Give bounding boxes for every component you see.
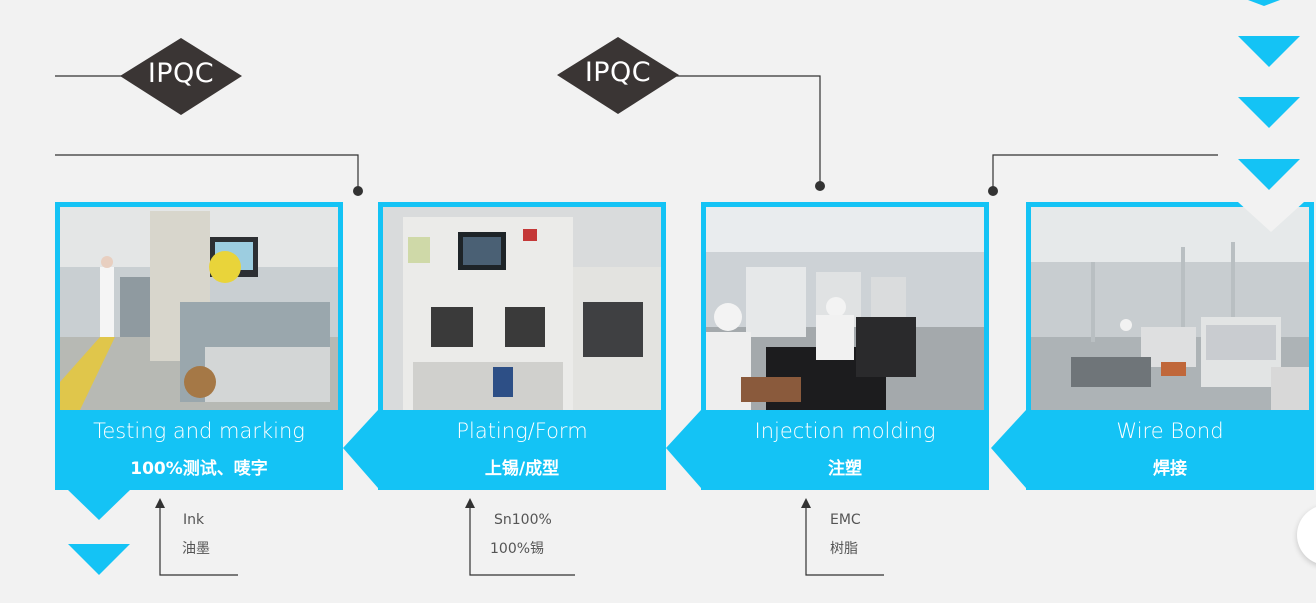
down-arrow-icon — [1238, 97, 1300, 128]
step-title-en: Injection molding — [754, 419, 936, 443]
material-label-cn: 树脂 — [830, 541, 858, 557]
material-label-en: Sn100% — [494, 512, 552, 528]
down-arrow-icon — [68, 544, 130, 575]
down-arrow-icon — [1238, 202, 1304, 232]
left-arrow-icon — [666, 410, 701, 488]
plating-machine-photo — [383, 207, 661, 410]
step-title-en: Wire Bond — [1116, 419, 1224, 443]
step-card-plating: Plating/Form 上锡/成型 — [378, 202, 666, 490]
circle-button-icon[interactable] — [1297, 505, 1316, 565]
step-title-en: Plating/Form — [456, 419, 588, 443]
left-arrow-icon — [991, 410, 1026, 488]
testing-line-photo — [60, 207, 338, 410]
step-title-en: Testing and marking — [93, 419, 305, 443]
step-card-testing: Testing and marking 100%测试、唛字 — [55, 202, 343, 490]
down-arrow-column — [1238, 0, 1300, 190]
material-label-cn: 100%锡 — [490, 541, 545, 557]
material-label-en: EMC — [830, 512, 861, 528]
step-title-cn: 焊接 — [1153, 459, 1187, 479]
down-arrow-icon — [68, 490, 130, 520]
injection-workshop-photo — [706, 207, 984, 410]
material-label-cn: 油墨 — [182, 541, 210, 557]
diamond-shape — [120, 38, 242, 115]
down-arrow-icon — [1238, 159, 1300, 190]
down-arrow-icon — [1238, 36, 1300, 67]
step-title-cn: 100%测试、唛字 — [130, 459, 268, 479]
step-card-wire-bond: Wire Bond 焊接 — [1026, 202, 1314, 490]
material-label-en: Ink — [183, 512, 205, 528]
down-arrow-icon — [1248, 0, 1280, 6]
step-title-cn: 注塑 — [828, 459, 862, 479]
ipqc-label: IPQC — [147, 58, 215, 89]
step-title-cn: 上锡/成型 — [484, 459, 560, 479]
step-card-injection: Injection molding 注塑 — [701, 202, 989, 490]
wire-bond-workshop-photo — [1031, 207, 1309, 410]
left-arrow-icon — [343, 410, 378, 488]
diamond-shape — [557, 37, 679, 114]
ipqc-label: IPQC — [584, 57, 652, 88]
